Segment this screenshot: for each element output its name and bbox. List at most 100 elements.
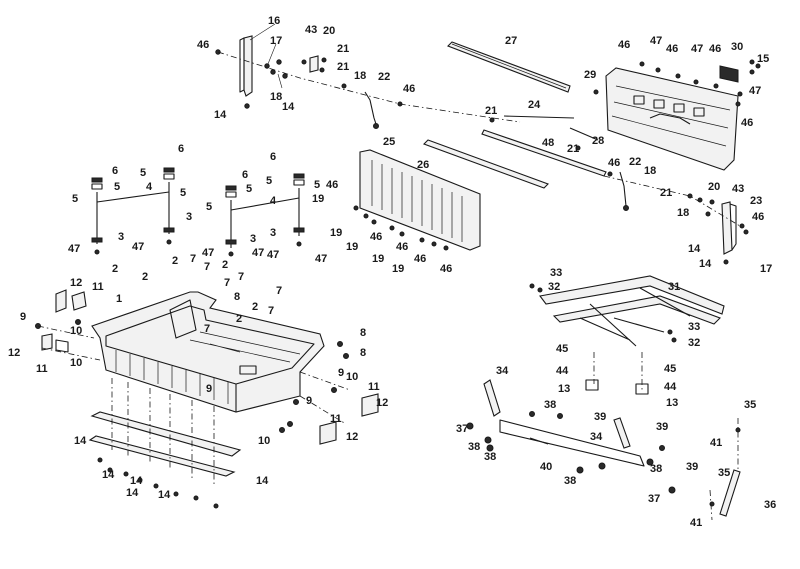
callout-44: 44 — [556, 365, 569, 377]
callout-3: 3 — [270, 227, 276, 239]
callout-5: 5 — [180, 187, 186, 199]
callout-34: 34 — [496, 365, 509, 377]
callout-35: 35 — [718, 467, 730, 479]
callout-46: 46 — [741, 117, 753, 129]
callout-4: 4 — [146, 181, 153, 193]
grille-panel-25 — [353, 149, 481, 251]
callout-5: 5 — [314, 179, 320, 191]
bracket-flange — [239, 37, 245, 93]
callout-29: 29 — [584, 69, 596, 81]
callout-7: 7 — [224, 277, 230, 289]
callout-2: 2 — [112, 263, 118, 275]
callout-46: 46 — [370, 231, 382, 243]
callout-18: 18 — [354, 70, 366, 82]
callout-39: 39 — [686, 461, 698, 473]
callout-14: 14 — [74, 435, 87, 447]
callout-46: 46 — [608, 157, 620, 169]
callout-22: 22 — [629, 156, 641, 168]
nut-18-b — [341, 83, 347, 89]
cable-22 — [364, 91, 377, 125]
rod-48 — [481, 129, 607, 177]
callout-6: 6 — [242, 169, 248, 181]
gas-strut-36 — [709, 418, 741, 521]
callout-47: 47 — [267, 249, 279, 261]
callout-38: 38 — [544, 399, 556, 411]
callout-47: 47 — [650, 35, 662, 47]
callout-19: 19 — [392, 263, 404, 275]
callout-38: 38 — [484, 451, 496, 463]
callout-47: 47 — [252, 247, 264, 259]
callout-6: 6 — [112, 165, 118, 177]
callout-33: 33 — [550, 267, 562, 279]
callout-6: 6 — [270, 151, 276, 163]
callout-39: 39 — [594, 411, 606, 423]
callout-33: 33 — [688, 321, 700, 333]
callout-39: 39 — [656, 421, 668, 433]
callout-8: 8 — [360, 347, 366, 359]
callout-5: 5 — [114, 181, 120, 193]
callout-4: 4 — [270, 195, 277, 207]
callout-5: 5 — [246, 183, 252, 195]
callout-47: 47 — [749, 85, 761, 97]
callout-46: 46 — [396, 241, 408, 253]
latch-handle-30 — [719, 65, 739, 83]
left-tailgate-bracket-group — [215, 23, 521, 129]
callout-13: 13 — [558, 383, 570, 395]
callout-2: 2 — [172, 255, 178, 267]
box-outer — [91, 291, 325, 413]
callout-1: 1 — [116, 293, 122, 305]
callout-35: 35 — [744, 399, 756, 411]
callout-38: 38 — [468, 441, 480, 453]
callout-7: 7 — [238, 271, 244, 283]
callout-9: 9 — [306, 395, 312, 407]
callout-11: 11 — [92, 281, 104, 293]
callout-32: 32 — [688, 337, 700, 349]
callout-27: 27 — [505, 35, 517, 47]
callout-16: 16 — [268, 15, 280, 27]
callout-3: 3 — [186, 211, 192, 223]
support-frame-31 — [529, 275, 725, 395]
callout-8: 8 — [234, 291, 240, 303]
callout-7: 7 — [190, 253, 196, 265]
callout-10: 10 — [70, 357, 82, 369]
washer-17-c — [276, 59, 282, 65]
callout-14: 14 — [699, 258, 712, 270]
callout-46: 46 — [440, 263, 452, 275]
tailgate-panel-29 — [593, 59, 761, 171]
callout-21: 21 — [337, 43, 349, 55]
callout-37: 37 — [456, 423, 468, 435]
callout-22: 22 — [378, 71, 390, 83]
callout-46: 46 — [752, 211, 764, 223]
callout-11: 11 — [36, 363, 48, 375]
callout-20: 20 — [708, 181, 720, 193]
callout-12: 12 — [70, 277, 82, 289]
damper-assembly-40 — [466, 379, 676, 494]
screw-21-a — [321, 57, 327, 63]
latch-block-20 — [309, 55, 319, 73]
callout-18: 18 — [644, 165, 656, 177]
callout-24: 24 — [528, 99, 541, 111]
callout-36: 36 — [764, 499, 776, 511]
callout-47: 47 — [132, 241, 144, 253]
callout-34: 34 — [590, 431, 603, 443]
callout-30: 30 — [731, 41, 743, 53]
callout-21: 21 — [337, 61, 349, 73]
callout-10: 10 — [70, 325, 82, 337]
callout-19: 19 — [372, 253, 384, 265]
callout-9: 9 — [20, 311, 26, 323]
callout-19: 19 — [330, 227, 342, 239]
callout-9: 9 — [206, 383, 212, 395]
callout-2: 2 — [142, 271, 148, 283]
callout-14: 14 — [282, 101, 295, 113]
callout-10: 10 — [346, 371, 358, 383]
callout-47: 47 — [68, 243, 80, 255]
callout-12: 12 — [346, 431, 358, 443]
callout-43: 43 — [732, 183, 744, 195]
cable-end — [373, 123, 379, 129]
callout-14: 14 — [158, 489, 171, 501]
under-rail-assembly — [88, 378, 242, 509]
callout-20: 20 — [323, 25, 335, 37]
callout-41: 41 — [710, 437, 722, 449]
callout-47: 47 — [691, 43, 703, 55]
